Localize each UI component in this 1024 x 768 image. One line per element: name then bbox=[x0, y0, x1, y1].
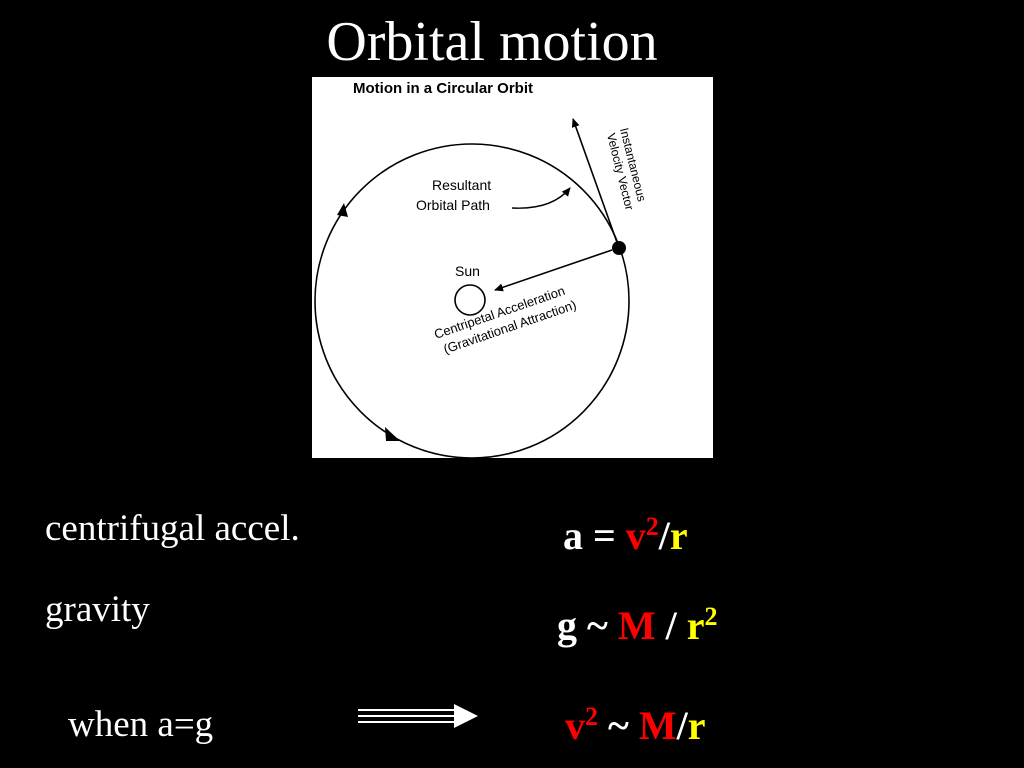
eq2-lhs: g bbox=[557, 603, 577, 648]
eq1-slash: / bbox=[658, 513, 670, 558]
eq3-den: r bbox=[687, 703, 706, 748]
orbit-direction-arrow-left bbox=[337, 203, 348, 217]
path-label-line1: Resultant bbox=[432, 177, 491, 193]
eq3-lhs: v bbox=[565, 703, 585, 748]
path-label-line2: Orbital Path bbox=[416, 197, 490, 213]
orbital-path-pointer bbox=[511, 187, 571, 209]
condition-label: when a=g bbox=[68, 704, 214, 745]
velocity-label: Instantaneous Velocity Vector bbox=[604, 126, 649, 211]
gravity-equation: g ~ M / r2 bbox=[557, 602, 717, 650]
eq2-num: M bbox=[617, 603, 656, 648]
eq2-den: r bbox=[686, 603, 705, 648]
eq2-slash: / bbox=[665, 603, 677, 648]
velocity-vector-arrow bbox=[571, 118, 620, 249]
orbit-diagram: Motion in a Circular Orbit Sun Resultant… bbox=[312, 77, 713, 458]
acceleration-label: Centripetal Acceleration (Gravitational … bbox=[432, 283, 578, 357]
eq1-exp: 2 bbox=[645, 512, 659, 541]
diagram-heading: Motion in a Circular Orbit bbox=[353, 80, 533, 97]
eq3-num: M bbox=[638, 703, 677, 748]
centrifugal-equation: a = v2/r bbox=[563, 512, 688, 560]
eq3-slash: / bbox=[676, 703, 688, 748]
sun-circle bbox=[454, 284, 486, 316]
result-equation: v2 ~ M/r bbox=[565, 702, 705, 750]
implies-arrow-icon bbox=[358, 704, 478, 728]
sun-label: Sun bbox=[455, 263, 480, 279]
gravity-label: gravity bbox=[45, 589, 150, 630]
acceleration-vector-arrow bbox=[494, 249, 613, 292]
eq3-op: ~ bbox=[608, 703, 629, 748]
eq1-op: = bbox=[593, 513, 616, 558]
orbit-path-circle bbox=[314, 143, 630, 458]
eq2-exp: 2 bbox=[704, 602, 718, 631]
slide-title: Orbital motion bbox=[326, 11, 658, 73]
eq3-exp: 2 bbox=[585, 702, 598, 731]
eq1-num: v bbox=[625, 513, 646, 558]
orbit-diagram-svg: Motion in a Circular Orbit Sun Resultant… bbox=[314, 80, 649, 458]
eq1-lhs: a bbox=[563, 513, 583, 558]
eq2-op: ~ bbox=[587, 603, 608, 648]
orbit-direction-arrow-bottom bbox=[385, 427, 400, 441]
eq1-den: r bbox=[669, 513, 688, 558]
centrifugal-label: centrifugal accel. bbox=[45, 508, 300, 549]
